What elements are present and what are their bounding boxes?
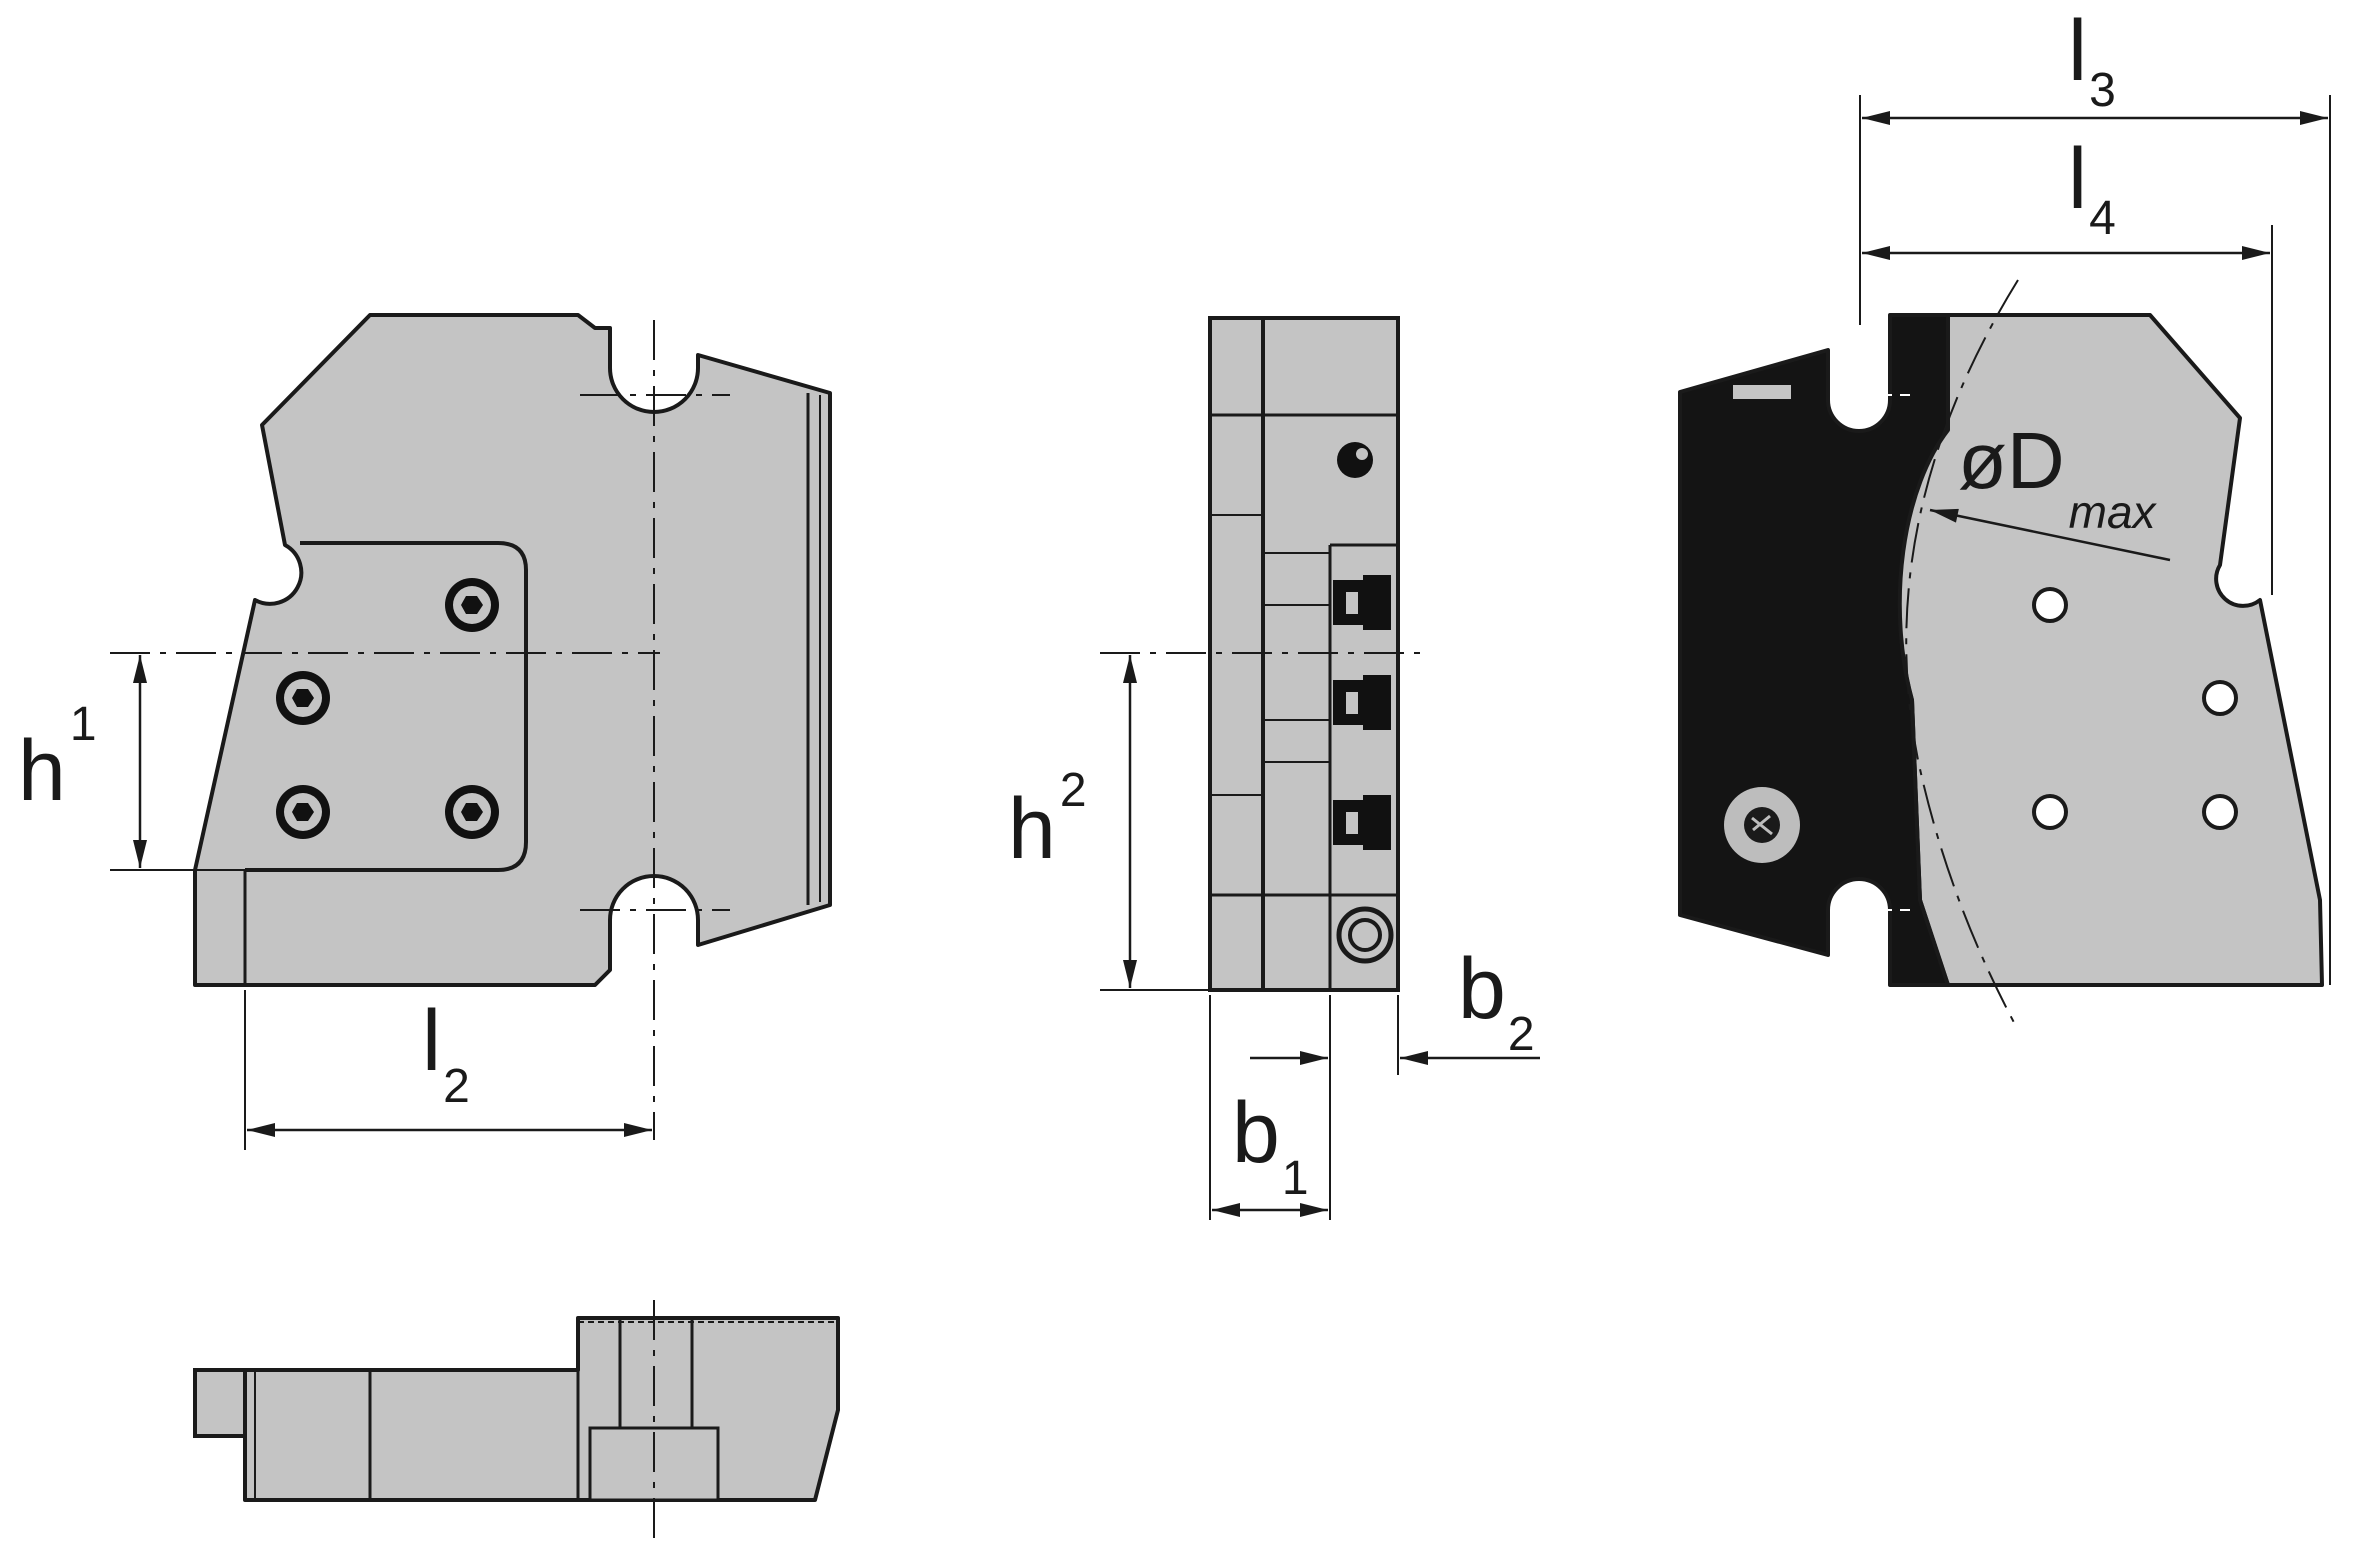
side-view: h2 b1 b2 xyxy=(1008,316,1540,1220)
jaw-segment xyxy=(1333,795,1391,850)
jaw-segment xyxy=(1333,675,1391,730)
mounting-hole xyxy=(2202,680,2238,716)
hex-screw xyxy=(445,785,499,839)
dmax-label: øDmax xyxy=(1958,416,2158,538)
h1-label: h1 xyxy=(18,698,97,819)
l4-label: l4 xyxy=(2068,131,2116,245)
bottom-view xyxy=(193,1300,840,1540)
mounting-hole xyxy=(2032,794,2068,830)
screw-head xyxy=(1337,442,1373,478)
hex-screw xyxy=(276,671,330,725)
dmax-arc xyxy=(1905,279,2019,1031)
mounting-hole xyxy=(2032,587,2068,623)
l2-label: l2 xyxy=(422,993,470,1113)
jaw-segment xyxy=(1333,575,1391,630)
adjust-screw xyxy=(1336,906,1394,964)
clamp-plate xyxy=(245,541,528,872)
b2-label: b2 xyxy=(1458,941,1535,1061)
front-view: h1 l2 xyxy=(18,313,832,1150)
mounting-hole xyxy=(2202,794,2238,830)
b1-label: b1 xyxy=(1232,1085,1309,1205)
dmax-leader xyxy=(1929,508,2171,562)
hex-screw xyxy=(445,578,499,632)
front-view-body xyxy=(193,313,832,987)
hex-screw xyxy=(276,785,330,839)
h2-label: h2 xyxy=(1008,764,1087,877)
insert-view: øDmax l3 l4 xyxy=(1678,3,2331,1031)
l3-label: l3 xyxy=(2068,3,2116,117)
bottom-view-body xyxy=(243,1316,840,1502)
